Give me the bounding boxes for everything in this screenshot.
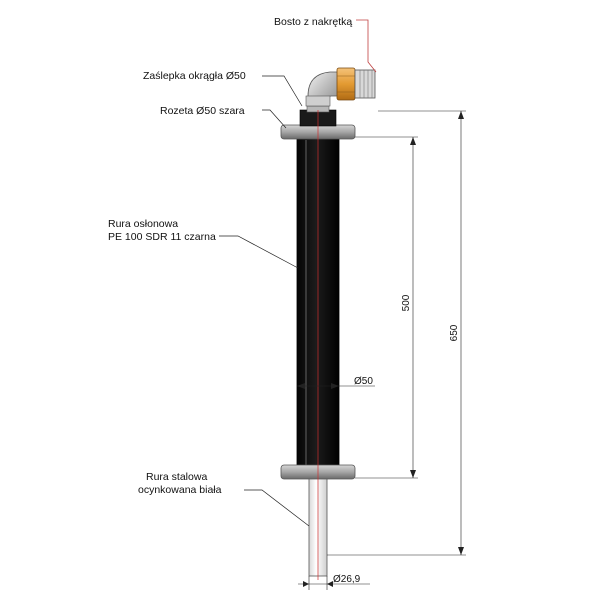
dim-500-arrow-bottom <box>410 470 416 478</box>
leader-bosto <box>356 19 377 73</box>
dim-d26-arrow-left <box>303 581 309 587</box>
label-rura-stalowa-1: Rura stalowa <box>146 471 207 483</box>
dim-d50-text: Ø50 <box>354 376 373 387</box>
leader-rozeta <box>262 109 287 129</box>
leader-rura-stalowa <box>244 489 310 527</box>
label-rura-oslonowa-2: PE 100 SDR 11 czarna <box>108 231 216 243</box>
leader-rura-oslonowa <box>219 235 299 269</box>
label-zaslepka: Zaślepka okrągła Ø50 <box>143 70 246 82</box>
elbow-base <box>305 95 331 107</box>
leader-zaslepka <box>262 75 303 107</box>
dim-650-arrow-bottom <box>458 547 464 555</box>
dim-500-arrow-top <box>410 137 416 145</box>
dim-650-text: 650 <box>449 324 460 341</box>
label-bosto: Bosto z nakrętką <box>274 16 352 28</box>
dim-650-arrow-top <box>458 111 464 119</box>
label-rura-oslonowa-1: Rura osłonowa <box>108 218 178 230</box>
label-rozeta: Rozeta Ø50 szara <box>160 105 245 117</box>
dim-d26-arrow-right <box>327 581 333 587</box>
nut <box>336 67 356 101</box>
dim-d26-text: Ø26,9 <box>333 574 361 585</box>
dim-d50-arrow-right <box>331 383 339 389</box>
dim-500-text: 500 <box>401 294 412 311</box>
dim-d50-arrow-left <box>297 383 305 389</box>
label-rura-stalowa-2: ocynkowana biała <box>138 484 222 496</box>
